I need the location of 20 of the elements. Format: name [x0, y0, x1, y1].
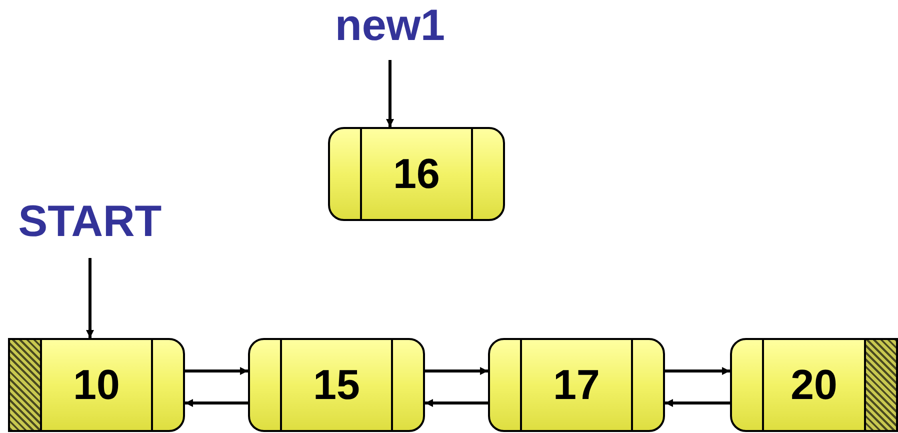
pointer-label: START [8, 196, 172, 248]
pointer-label: new1 [330, 2, 450, 50]
arrow [185, 399, 248, 407]
arrow [665, 399, 730, 407]
list-node [328, 127, 505, 221]
node-value: 15 [313, 364, 360, 406]
node-value: 20 [790, 364, 838, 406]
arrow [665, 367, 730, 375]
node-value: 10 [73, 364, 120, 406]
arrow [425, 399, 488, 407]
list-node [730, 338, 898, 432]
arrow [185, 367, 248, 375]
node-value: 17 [553, 364, 600, 406]
list-node [248, 338, 425, 432]
list-node [8, 338, 185, 432]
arrow [425, 367, 488, 375]
list-node [488, 338, 665, 432]
arrow [386, 60, 394, 127]
arrow [86, 258, 94, 338]
node-value: 16 [393, 153, 440, 195]
